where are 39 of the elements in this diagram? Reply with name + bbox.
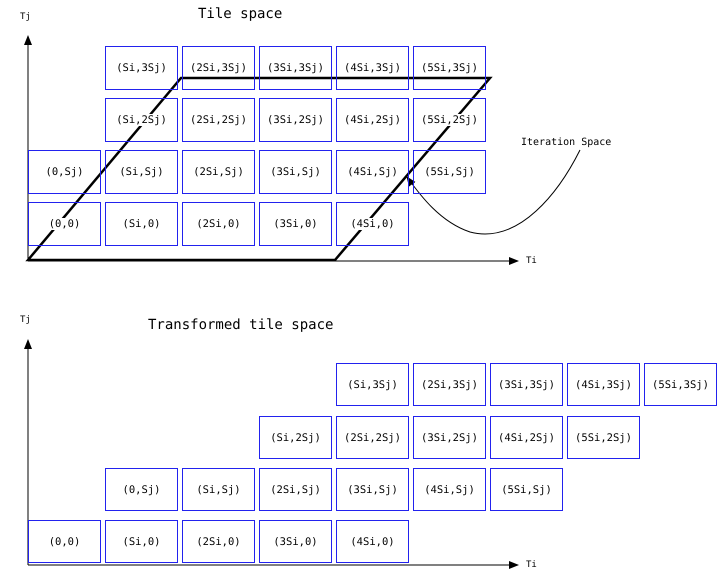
tile: (2Si,0) xyxy=(182,520,255,563)
tile: (Si,3Sj) xyxy=(336,363,409,406)
tile: (5Si,3Sj) xyxy=(413,46,486,90)
axis-label: Tj xyxy=(20,315,31,325)
tile: (5Si,Sj) xyxy=(413,150,486,194)
tile: (3Si,0) xyxy=(259,520,332,563)
tile: (3Si,3Sj) xyxy=(490,363,563,406)
tile: (Si,3Sj) xyxy=(105,46,178,90)
tile: (3Si,Sj) xyxy=(336,468,409,511)
callout-text: Iteration Space xyxy=(520,137,612,148)
tile: (4Si,2Sj) xyxy=(490,416,563,459)
tile: (4Si,3Sj) xyxy=(567,363,640,406)
axis-label: Tj xyxy=(20,12,31,22)
tile: (2Si,3Sj) xyxy=(182,46,255,90)
tile: (Si,2Sj) xyxy=(259,416,332,459)
panel-title: Transformed tile space xyxy=(148,317,334,333)
tile: (5Si,2Sj) xyxy=(567,416,640,459)
tile: (3Si,3Sj) xyxy=(259,46,332,90)
tile: (0,Sj) xyxy=(28,150,101,194)
tile: (Si,Sj) xyxy=(182,468,255,511)
tile: (4Si,0) xyxy=(336,202,409,246)
tile: (3Si,2Sj) xyxy=(413,416,486,459)
tile: (Si,0) xyxy=(105,520,178,563)
tile: (2Si,Sj) xyxy=(259,468,332,511)
tile: (0,Sj) xyxy=(105,468,178,511)
panel-title: Tile space xyxy=(198,6,282,22)
tile: (5Si,Sj) xyxy=(490,468,563,511)
axis-label: Ti xyxy=(526,256,537,266)
tile: (4Si,3Sj) xyxy=(336,46,409,90)
tile: (4Si,0) xyxy=(336,520,409,563)
tile: (4Si,Sj) xyxy=(413,468,486,511)
tile: (5Si,3Sj) xyxy=(644,363,717,406)
leader-line xyxy=(406,150,580,234)
tile: (0,0) xyxy=(28,520,101,563)
parallelogram-outline xyxy=(25,76,493,262)
tile: (Si,2Sj) xyxy=(105,98,178,142)
tile: (2Si,3Sj) xyxy=(413,363,486,406)
axis-label: Ti xyxy=(526,560,537,570)
tile: (2Si,2Sj) xyxy=(336,416,409,459)
